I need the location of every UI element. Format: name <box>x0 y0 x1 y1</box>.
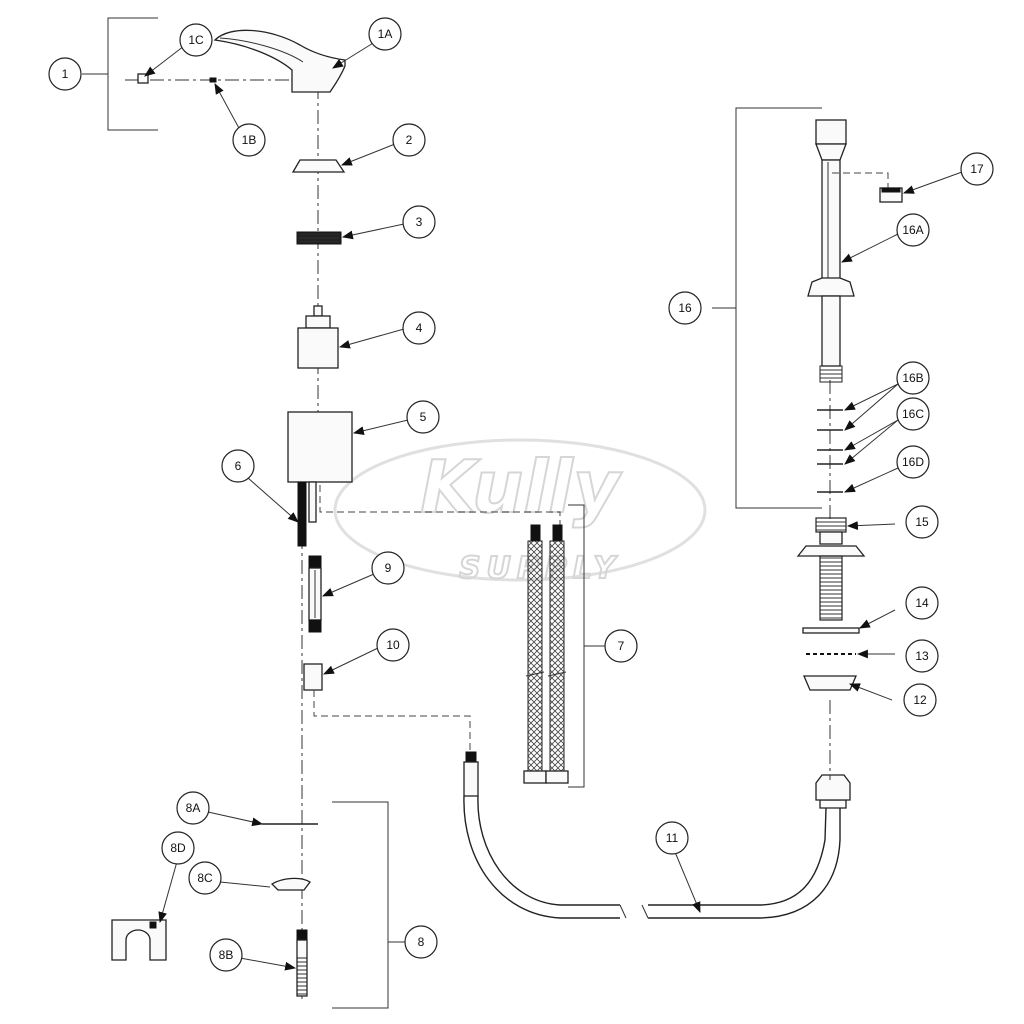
callout-1[interactable]: 1 <box>48 57 82 91</box>
part-10-connector <box>303 663 323 691</box>
callout-16[interactable]: 16 <box>668 291 702 325</box>
svg-text:11: 11 <box>666 831 679 845</box>
connector-to-17 <box>832 172 889 188</box>
part-8d-bracket <box>111 919 167 961</box>
bracket-16 <box>735 107 822 509</box>
orings-16b-16d <box>817 409 843 493</box>
bracket-1 <box>82 17 158 131</box>
svg-text:1: 1 <box>62 67 69 81</box>
svg-text:4: 4 <box>416 321 423 335</box>
connector-to-11 <box>313 690 471 750</box>
svg-text:8B: 8B <box>219 948 234 962</box>
callout-3[interactable]: 3 <box>402 205 436 239</box>
svg-text:16B: 16B <box>902 371 923 385</box>
leader-lines <box>144 39 963 971</box>
part-14-washer <box>802 627 860 634</box>
callout-16a[interactable]: 16A <box>896 213 930 247</box>
part-8b-rod-end <box>296 929 308 997</box>
callout-14[interactable]: 14 <box>905 586 939 620</box>
svg-text:8A: 8A <box>186 801 201 815</box>
part-1a-handle <box>213 29 346 93</box>
callout-8[interactable]: 8 <box>404 925 438 959</box>
part-6-stem <box>308 481 317 523</box>
svg-text:2: 2 <box>406 133 413 147</box>
callout-13[interactable]: 13 <box>905 639 939 673</box>
callout-1a[interactable]: 1A <box>368 17 402 51</box>
svg-text:14: 14 <box>915 596 929 610</box>
callout-7[interactable]: 7 <box>604 629 638 663</box>
callout-16c[interactable]: 16C <box>896 397 930 431</box>
part-9-fitting <box>308 555 322 633</box>
part-8c-clip <box>270 877 311 891</box>
callout-1c[interactable]: 1C <box>179 23 213 57</box>
callout-11[interactable]: 11 <box>655 821 689 855</box>
callout-8a[interactable]: 8A <box>176 791 210 825</box>
callout-9[interactable]: 9 <box>371 551 405 585</box>
svg-text:17: 17 <box>970 162 984 176</box>
part-16a-sprayer <box>807 119 855 383</box>
part-15-shank <box>796 517 866 621</box>
svg-text:9: 9 <box>385 561 392 575</box>
svg-text:10: 10 <box>386 638 400 652</box>
svg-text:16D: 16D <box>902 455 924 469</box>
callout-17[interactable]: 17 <box>960 152 994 186</box>
part-7-supply-hoses <box>523 524 569 784</box>
callout-10[interactable]: 10 <box>376 628 410 662</box>
svg-text:6: 6 <box>235 459 242 473</box>
callout-8d[interactable]: 8D <box>161 831 195 865</box>
svg-text:1B: 1B <box>242 133 257 147</box>
bracket-7 <box>568 504 585 788</box>
part-4-cartridge <box>297 305 339 369</box>
svg-text:16C: 16C <box>902 407 924 421</box>
connector-to-7 <box>319 485 561 525</box>
bracket-8 <box>332 801 389 1009</box>
svg-text:1A: 1A <box>378 27 393 41</box>
part-11-spray-hose <box>463 751 851 919</box>
part-1b-screw <box>209 77 217 83</box>
watermark-line1: Kully <box>420 445 622 529</box>
svg-text:16: 16 <box>678 301 692 315</box>
svg-text:12: 12 <box>913 693 927 707</box>
svg-text:3: 3 <box>416 215 423 229</box>
svg-text:16A: 16A <box>902 223 923 237</box>
callout-2[interactable]: 2 <box>392 123 426 157</box>
callout-5[interactable]: 5 <box>406 400 440 434</box>
callout-8b[interactable]: 8B <box>209 938 243 972</box>
svg-text:8D: 8D <box>170 841 186 855</box>
callout-8c[interactable]: 8C <box>188 861 222 895</box>
part-3-nut <box>296 231 342 245</box>
callout-16d[interactable]: 16D <box>896 445 930 479</box>
part-12-nut <box>803 675 857 691</box>
svg-text:13: 13 <box>915 649 929 663</box>
callout-16b[interactable]: 16B <box>896 361 930 395</box>
svg-text:8C: 8C <box>197 871 213 885</box>
svg-text:15: 15 <box>915 515 929 529</box>
callout-12[interactable]: 12 <box>903 683 937 717</box>
callout-15[interactable]: 15 <box>905 505 939 539</box>
part-1c-button <box>137 73 149 84</box>
callout-1b[interactable]: 1B <box>232 123 266 157</box>
callout-4[interactable]: 4 <box>402 311 436 345</box>
svg-text:7: 7 <box>618 639 625 653</box>
part-2-cap <box>291 159 346 173</box>
part-6-rod <box>297 481 307 547</box>
part-5-body <box>287 411 353 483</box>
svg-text:5: 5 <box>420 410 427 424</box>
svg-text:8: 8 <box>418 935 425 949</box>
callout-6[interactable]: 6 <box>221 449 255 483</box>
svg-text:1C: 1C <box>188 33 204 47</box>
